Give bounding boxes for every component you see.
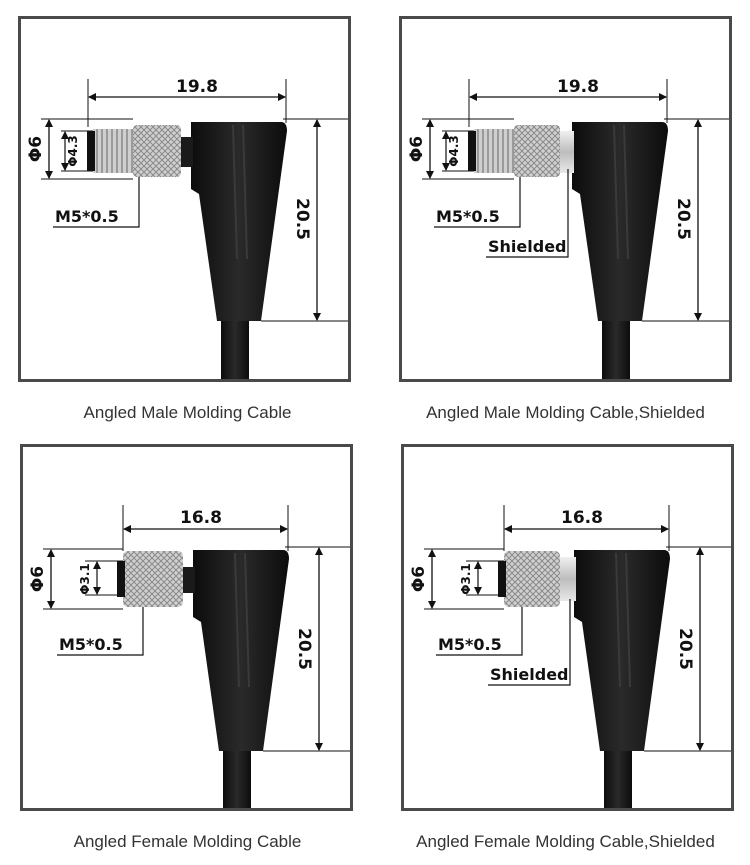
cable	[223, 749, 251, 808]
inner-dia-label: Φ3.1	[459, 563, 473, 594]
connector-drawing-male: 19.8 Φ6 Φ4.3 20.5 M5*0.5	[26, 77, 348, 379]
height-dim-label: 20.5	[675, 628, 695, 670]
shield-label: Shielded	[490, 665, 569, 684]
shield-label: Shielded	[488, 237, 567, 256]
coupling-nut	[514, 125, 560, 177]
width-dim-label: 16.8	[180, 508, 222, 528]
width-dim-label: 16.8	[561, 508, 603, 528]
height-dim-label: 20.5	[673, 198, 693, 240]
thread-leader	[53, 177, 140, 228]
cable	[602, 319, 630, 379]
thread-label: M5*0.5	[59, 635, 123, 654]
shield-leader	[488, 599, 571, 686]
inner-dia-label: Φ3.1	[78, 563, 92, 594]
molded-body	[191, 122, 287, 321]
connector-drawing-female: 16.8 Φ6 Φ3.1 20.5 M5*0.5	[28, 505, 350, 808]
panel-male-shielded: 19.8 Φ6 Φ4.3 20.5 M5*0.5 Shielded	[399, 16, 732, 382]
connector-drawing-male-shielded: 19.8 Φ6 Φ4.3 20.5 M5*0.5 Shielded	[407, 77, 729, 379]
thread-leader	[434, 177, 521, 228]
cable	[221, 319, 249, 379]
height-dim-label: 20.5	[294, 628, 314, 670]
height-dim-label: 20.5	[292, 198, 312, 240]
caption-female: Angled Female Molding Cable	[73, 832, 302, 851]
shield-leader	[486, 169, 569, 258]
inner-dia-label: Φ4.3	[447, 135, 461, 166]
thread-label: M5*0.5	[436, 207, 500, 226]
coupling-nut	[123, 551, 183, 607]
thread-pin	[474, 129, 514, 173]
outer-dia-label: Φ6	[26, 136, 46, 162]
thread-label: M5*0.5	[438, 635, 502, 654]
caption-male-shielded: Angled Male Molding Cable,Shielded	[426, 403, 705, 422]
outer-dia-label: Φ6	[409, 566, 429, 592]
panel-male: 19.8 Φ6 Φ4.3 20.5 M5*0.5	[18, 16, 351, 382]
connector-drawing-female-shielded: 16.8 Φ6 Φ3.1 20.5 M5*0.5 Shielded	[409, 505, 731, 808]
panel-female-shielded: 16.8 Φ6 Φ3.1 20.5 M5*0.5 Shielded	[401, 444, 734, 811]
thread-label: M5*0.5	[55, 207, 119, 226]
thread-pin	[93, 129, 133, 173]
coupling-nut	[504, 551, 560, 607]
thread-leader	[57, 607, 144, 656]
molded-body	[572, 122, 668, 321]
caption-male: Angled Male Molding Cable	[83, 403, 292, 422]
cable	[604, 749, 632, 808]
inner-dia-label: Φ4.3	[66, 135, 80, 166]
molded-body	[193, 550, 289, 751]
outer-dia-label: Φ6	[407, 136, 427, 162]
molded-body	[574, 550, 670, 751]
shield-ring	[560, 131, 574, 173]
thread-leader	[436, 607, 523, 656]
outer-dia-label: Φ6	[28, 566, 48, 592]
caption-female-shielded: Angled Female Molding Cable,Shielded	[416, 832, 715, 851]
coupling-nut	[133, 125, 181, 177]
panel-female: 16.8 Φ6 Φ3.1 20.5 M5*0.5	[20, 444, 353, 811]
width-dim-label: 19.8	[176, 77, 218, 97]
shield-ring	[560, 557, 576, 601]
width-dim-label: 19.8	[557, 77, 599, 97]
